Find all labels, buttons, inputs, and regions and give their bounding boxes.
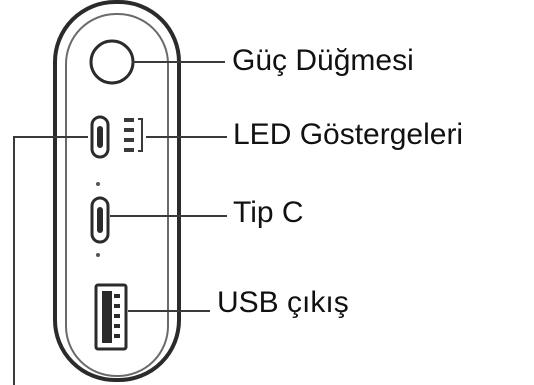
label-led-indicators: LED Göstergeleri: [233, 118, 464, 151]
usb-a-contact-1: [114, 294, 120, 298]
device-body-outer: [53, 0, 181, 382]
label-power-button: Güç Düğmesi: [232, 44, 414, 77]
led-bracket-top: [138, 118, 143, 120]
usb-a-contact-5: [114, 334, 120, 338]
micro-usb-port-inner: [97, 126, 103, 148]
usb-a-contact-4: [114, 324, 120, 328]
type-c-dot-bottom: [96, 253, 100, 257]
led-bracket-bottom: [138, 150, 143, 152]
usb-a-port-tongue: [102, 291, 112, 343]
leader-line-micro-usb: [13, 136, 88, 385]
usb-a-contact-2: [114, 304, 120, 308]
type-c-dot-top: [96, 182, 100, 186]
led-indicator-3: [124, 138, 134, 142]
led-indicator-2: [124, 128, 134, 132]
label-usb-output: USB çıkış: [217, 286, 349, 319]
type-c-port-inner: [97, 207, 103, 233]
led-indicator-4: [124, 148, 134, 152]
label-type-c: Tip C: [233, 196, 304, 229]
device-body-inner: [65, 13, 169, 377]
led-indicator-1: [124, 118, 134, 122]
usb-a-contact-3: [114, 314, 120, 318]
led-bracket-side: [141, 118, 143, 152]
power-button-icon: [89, 39, 135, 85]
